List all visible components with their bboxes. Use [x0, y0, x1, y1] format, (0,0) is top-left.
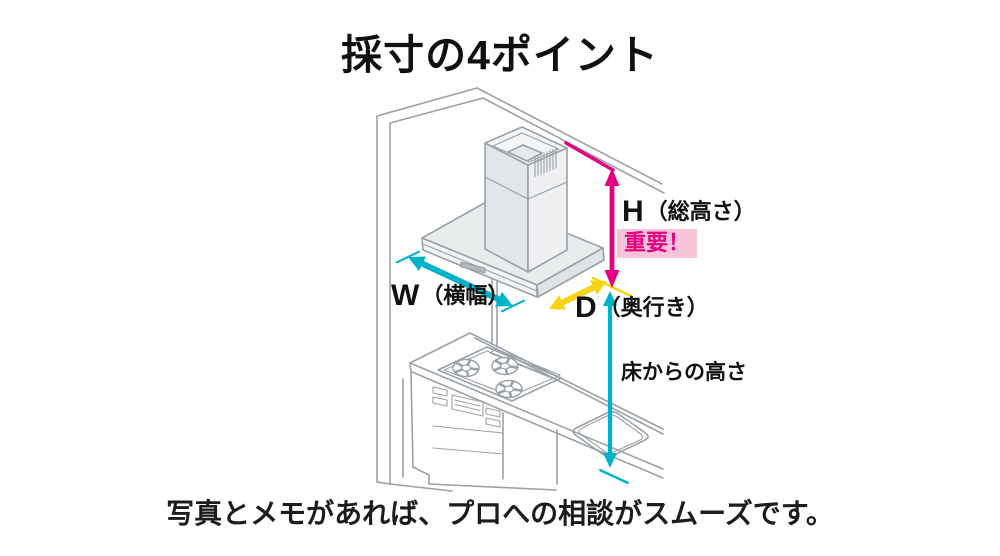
arrow-floor-height [599, 291, 629, 485]
label-total-height: H（総高さ） [622, 197, 756, 227]
cooktop [437, 346, 562, 402]
label-total-height-letter: H [622, 195, 644, 228]
control-knobs [432, 386, 501, 428]
label-depth-letter: D [575, 291, 597, 324]
caption: 写真とメモがあれば、プロへの相談がスムーズです。 [166, 498, 834, 529]
label-width: W（横幅） [391, 281, 509, 311]
label-total-height-name: （総高さ） [645, 199, 756, 224]
page-title: 採寸の4ポイント [341, 32, 659, 78]
label-depth: D（奥行き） [575, 293, 709, 323]
grill-door [451, 394, 484, 417]
range-hood-duct [484, 126, 568, 273]
label-depth-name: （奥行き） [598, 295, 709, 320]
grill-exhaust-strip [489, 348, 561, 380]
arrow-width [396, 250, 525, 313]
label-width-name: （横幅） [421, 283, 510, 308]
label-width-letter: W [391, 279, 420, 312]
hood-switch-panel [460, 261, 486, 274]
label-floor-height: 床からの高さ [621, 361, 747, 384]
arrow-total-height [564, 141, 620, 288]
kitchen-counter [402, 332, 664, 491]
important-badge: 重要！ [617, 229, 698, 259]
vent-slats [534, 147, 557, 178]
duct-opening [507, 144, 543, 162]
sink [572, 410, 649, 458]
